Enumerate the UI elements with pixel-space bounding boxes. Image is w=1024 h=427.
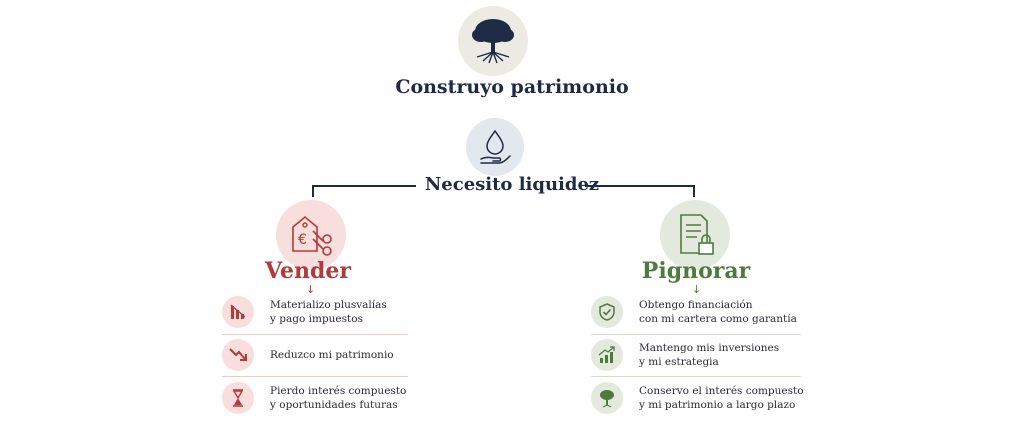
vender-separator <box>222 334 408 335</box>
connector-left <box>314 185 416 187</box>
tree-icon <box>600 390 614 408</box>
pignorar-item: Conservo el interés compuesto y mi patri… <box>591 382 804 414</box>
vender-title: Vender <box>264 258 351 284</box>
vender-item: Reduzco mi patrimonio <box>222 339 394 371</box>
pignorar-item-line2: y mi estrategia <box>639 356 719 368</box>
rising-bars-icon <box>598 346 615 363</box>
down-trend-arrow-icon <box>229 348 247 361</box>
document-lock-icon <box>680 214 714 255</box>
vender-item: Pierdo interés compuesto y oportunidades… <box>222 382 406 414</box>
tree-roots-icon <box>472 19 514 64</box>
pignorar-down-arrow-icon: ↓ <box>692 283 702 296</box>
pignorar-icon-circle <box>660 200 730 270</box>
vender-item-line2: y oportunidades futuras <box>270 399 398 411</box>
connector-right-drop <box>693 185 695 197</box>
vender-separator <box>222 376 408 377</box>
vender-item-line1: Reduzco mi patrimonio <box>270 349 394 361</box>
root-icon-circle <box>458 6 528 76</box>
vender-icon-circle: € <box>276 200 346 270</box>
vender-item-line1: Pierdo interés compuesto <box>270 385 407 397</box>
hand-water-drop-icon <box>480 129 511 164</box>
pignorar-title: Pignorar <box>641 258 751 284</box>
pignorar-item: Obtengo financiación con mi cartera como… <box>591 296 797 328</box>
pignorar-item-line1: Conservo el interés compuesto <box>639 385 804 397</box>
root-title: Construyo patrimonio <box>395 76 629 98</box>
vender-item-line1: Materializo plusvalías <box>270 299 387 311</box>
price-tag-scissors-icon: € <box>292 215 332 256</box>
pignorar-item-line1: Obtengo financiación <box>639 299 753 311</box>
connector-right <box>585 185 693 187</box>
pignorar-item-line2: y mi patrimonio a largo plazo <box>639 399 796 411</box>
pignorar-separator <box>591 376 801 377</box>
vender-item: Materializo plusvalías y pago impuestos <box>222 296 387 328</box>
vender-down-arrow-icon: ↓ <box>306 283 316 296</box>
vender-item-line2: y pago impuestos <box>270 313 363 325</box>
shield-check-icon <box>599 303 615 321</box>
hourglass-icon <box>232 389 244 407</box>
pignorar-item-line2: con mi cartera como garantía <box>639 313 797 325</box>
pignorar-item: Mantengo mis inversiones y mi estrategia <box>591 339 779 371</box>
connector-left-drop <box>312 185 314 197</box>
pignorar-item-line1: Mantengo mis inversiones <box>639 342 780 354</box>
mid-icon-circle <box>466 118 524 176</box>
declining-bars-icon <box>230 304 246 319</box>
mid-title: Necesito liquidez <box>424 174 600 195</box>
pignorar-separator <box>591 334 801 335</box>
svg-text:€: € <box>298 232 307 248</box>
